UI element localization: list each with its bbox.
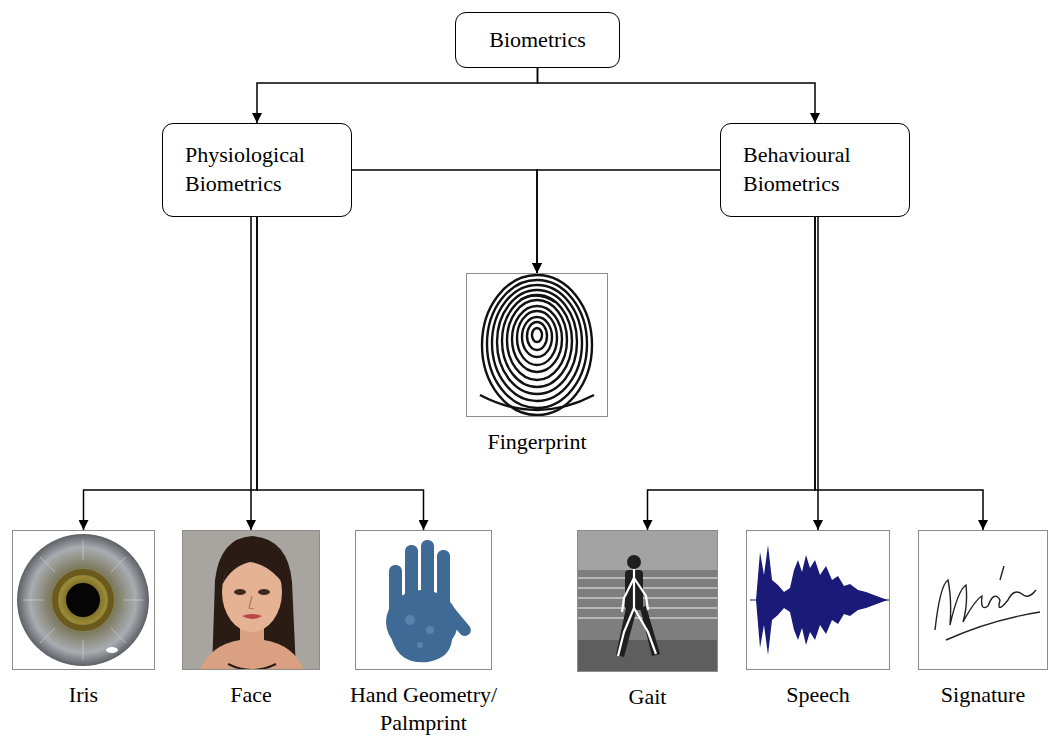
image-frame: Hand Geometry/ Palmprint (355, 530, 492, 670)
connector-arrow (257, 217, 424, 530)
connector-arrow (648, 217, 816, 530)
box-label: Behavioural Biometrics (743, 141, 897, 198)
box-label: Biometrics (470, 26, 605, 55)
image-frame: Fingerprint (466, 273, 608, 417)
image-caption: Speech (786, 681, 850, 709)
connector-arrow (815, 217, 983, 530)
image-caption: Iris (69, 681, 98, 709)
image-caption: Face (230, 681, 272, 709)
speech-waveform (746, 530, 890, 670)
image-frame: Signature (918, 530, 1048, 670)
box-label: Physiological Biometrics (185, 141, 339, 198)
root-box: Biometrics (455, 12, 620, 68)
image-caption: Signature (941, 681, 1025, 709)
face-image (182, 530, 320, 670)
gait-image (577, 530, 718, 672)
image-frame: Gait (577, 530, 718, 672)
image-caption: Fingerprint (488, 428, 587, 456)
connector-arrow (817, 217, 819, 530)
image-frame: Face (182, 530, 320, 670)
image-caption: Gait (629, 683, 667, 711)
image-frame: Iris (12, 530, 155, 670)
connector-arrow (84, 217, 258, 530)
connector-arrow (538, 68, 816, 123)
fingerprint-image (466, 273, 608, 417)
connector-arrow (250, 217, 252, 530)
connector-arrow (537, 170, 720, 273)
signature-image (918, 530, 1048, 670)
category-box: Physiological Biometrics (162, 123, 352, 217)
hand-image (355, 530, 492, 670)
connector-arrow (257, 68, 538, 123)
category-box: Behavioural Biometrics (720, 123, 910, 217)
image-frame: Speech (746, 530, 890, 670)
image-caption: Hand Geometry/ Palmprint (339, 681, 509, 736)
connector-arrow (352, 170, 537, 273)
iris-image (12, 530, 155, 670)
